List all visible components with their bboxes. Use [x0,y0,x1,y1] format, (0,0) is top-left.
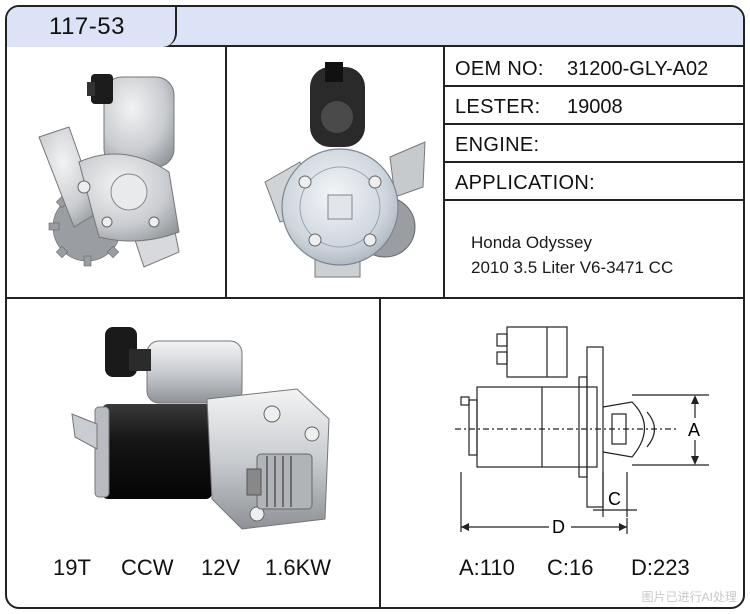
divider [225,47,227,299]
power-rating: 1.6KW [265,555,332,580]
teeth-rating: 19T [53,555,91,580]
application-vehicle: Honda Odyssey [471,233,592,252]
starter-rear-photo [264,62,426,278]
watermark: 图片已进行AI处理 [641,590,737,604]
application-engine-detail: 2010 3.5 Liter V6-3471 CC [471,258,674,277]
lester-label: LESTER: [455,96,541,118]
ratings-row: 19T CCW 12V 1.6KW [7,555,383,595]
application-label: APPLICATION: [455,172,595,194]
dimension-d: D:223 [631,555,690,580]
spec-row-engine: ENGINE: [447,125,743,165]
spec-row-oem: OEM NO: 31200-GLY-A02 [447,49,743,89]
oem-label: OEM NO: [455,58,544,80]
rotation-rating: CCW [121,555,174,580]
divider [443,123,743,125]
spec-sheet: 117-53 [5,5,745,609]
dimension-c: C:16 [547,555,594,580]
voltage-rating: 12V [201,555,241,580]
divider [443,47,445,299]
spec-row-application: APPLICATION: [447,163,743,203]
part-number: 117-53 [49,13,125,40]
oem-value: 31200-GLY-A02 [567,58,709,80]
divider [443,85,743,87]
dimension-label-a: A [688,420,700,440]
spec-row-lester: LESTER: 19008 [447,87,743,127]
starter-front-photo [71,327,330,530]
dimension-label-d: D [552,517,565,537]
dimension-a: A:110 [459,555,515,580]
divider [443,161,743,163]
part-number-tab: 117-53 [7,7,177,47]
engine-label: ENGINE: [455,134,540,156]
dimension-label-c: C [608,489,621,509]
divider [7,297,743,299]
lester-value: 19008 [567,96,623,118]
dimension-diagram: A C D [455,326,709,537]
divider [379,297,381,607]
starter-side-photo [38,74,180,268]
divider [443,199,743,201]
